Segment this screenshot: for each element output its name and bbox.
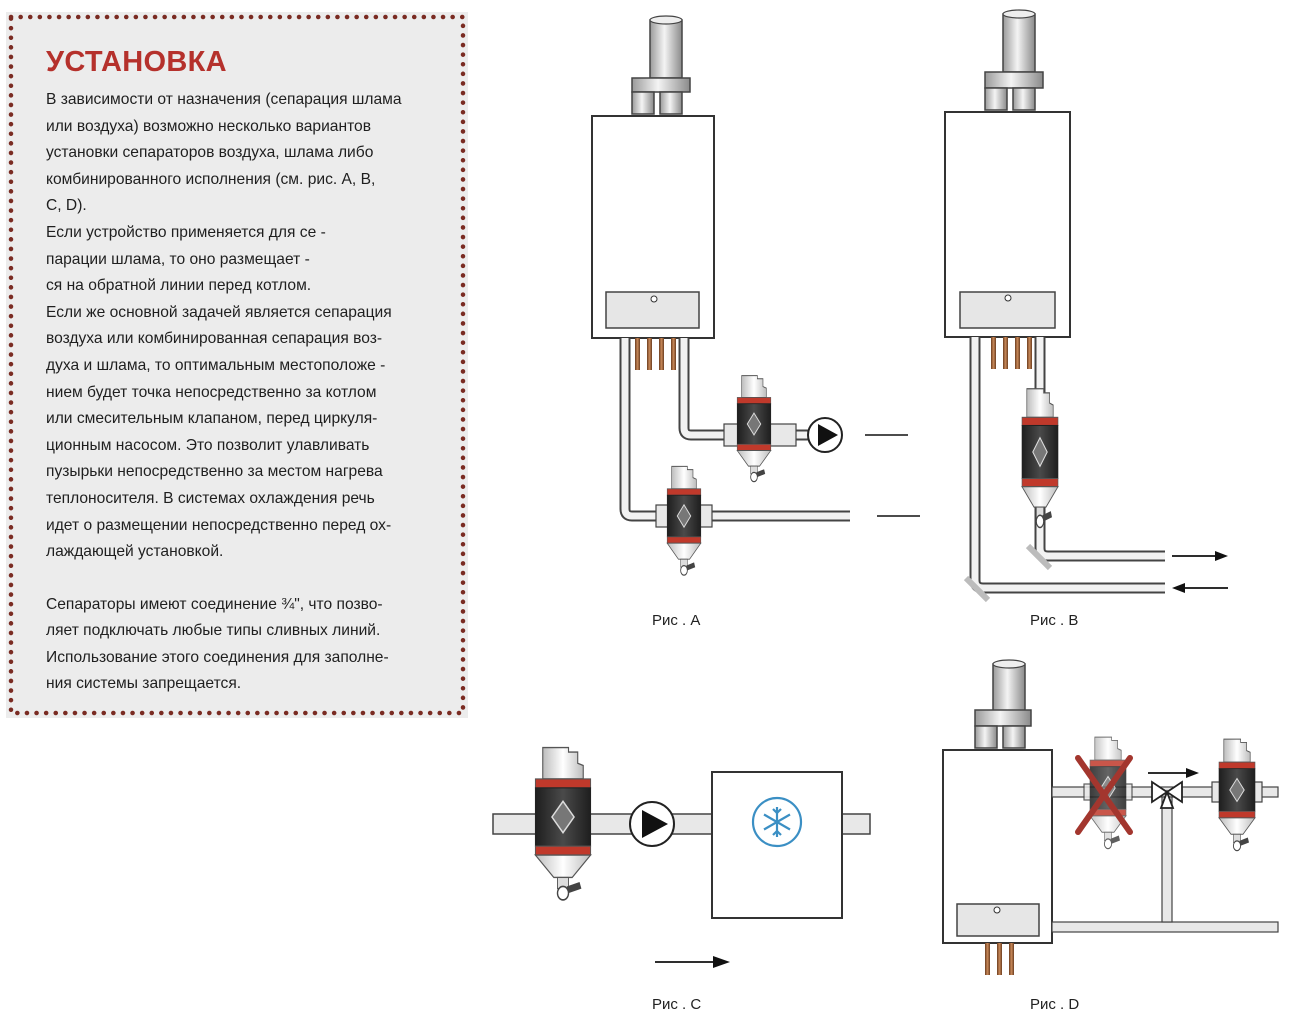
figure-a <box>591 15 920 576</box>
separator-icon <box>723 375 797 483</box>
arrow-icon <box>655 956 730 968</box>
valve-icon <box>1151 780 1183 809</box>
pipes-b <box>963 337 1165 603</box>
chimney-d <box>974 659 1032 749</box>
caption-a: Рис . A <box>652 612 701 629</box>
figure-b <box>944 9 1228 603</box>
pump-icon <box>807 417 843 453</box>
separator-icon <box>1021 387 1059 529</box>
caption-c: Рис . C <box>652 996 702 1013</box>
figure-c <box>492 746 871 968</box>
caption-b: Рис . B <box>1030 612 1079 629</box>
separator-icon <box>655 465 713 576</box>
snowflake-icon <box>751 796 803 848</box>
boiler-icon <box>944 111 1071 338</box>
caption-d: Рис . D <box>1030 996 1080 1013</box>
arrow-icon <box>1172 551 1228 561</box>
chimney-b <box>984 9 1044 111</box>
figure-d <box>942 659 1279 975</box>
arrow-icon <box>1172 583 1228 593</box>
cross-mark-icon <box>1075 755 1133 835</box>
boiler-icon <box>942 749 1053 975</box>
pipes-a <box>619 338 920 522</box>
pump-icon <box>629 801 675 847</box>
boiler-icon <box>591 115 715 339</box>
arrow-icon <box>1148 768 1199 778</box>
chimney-a <box>631 15 691 115</box>
separator-icon <box>534 746 592 901</box>
installation-info-box: УСТАНОВКА В зависимости от назначения (с… <box>6 12 468 718</box>
separator-icon <box>1211 738 1263 852</box>
